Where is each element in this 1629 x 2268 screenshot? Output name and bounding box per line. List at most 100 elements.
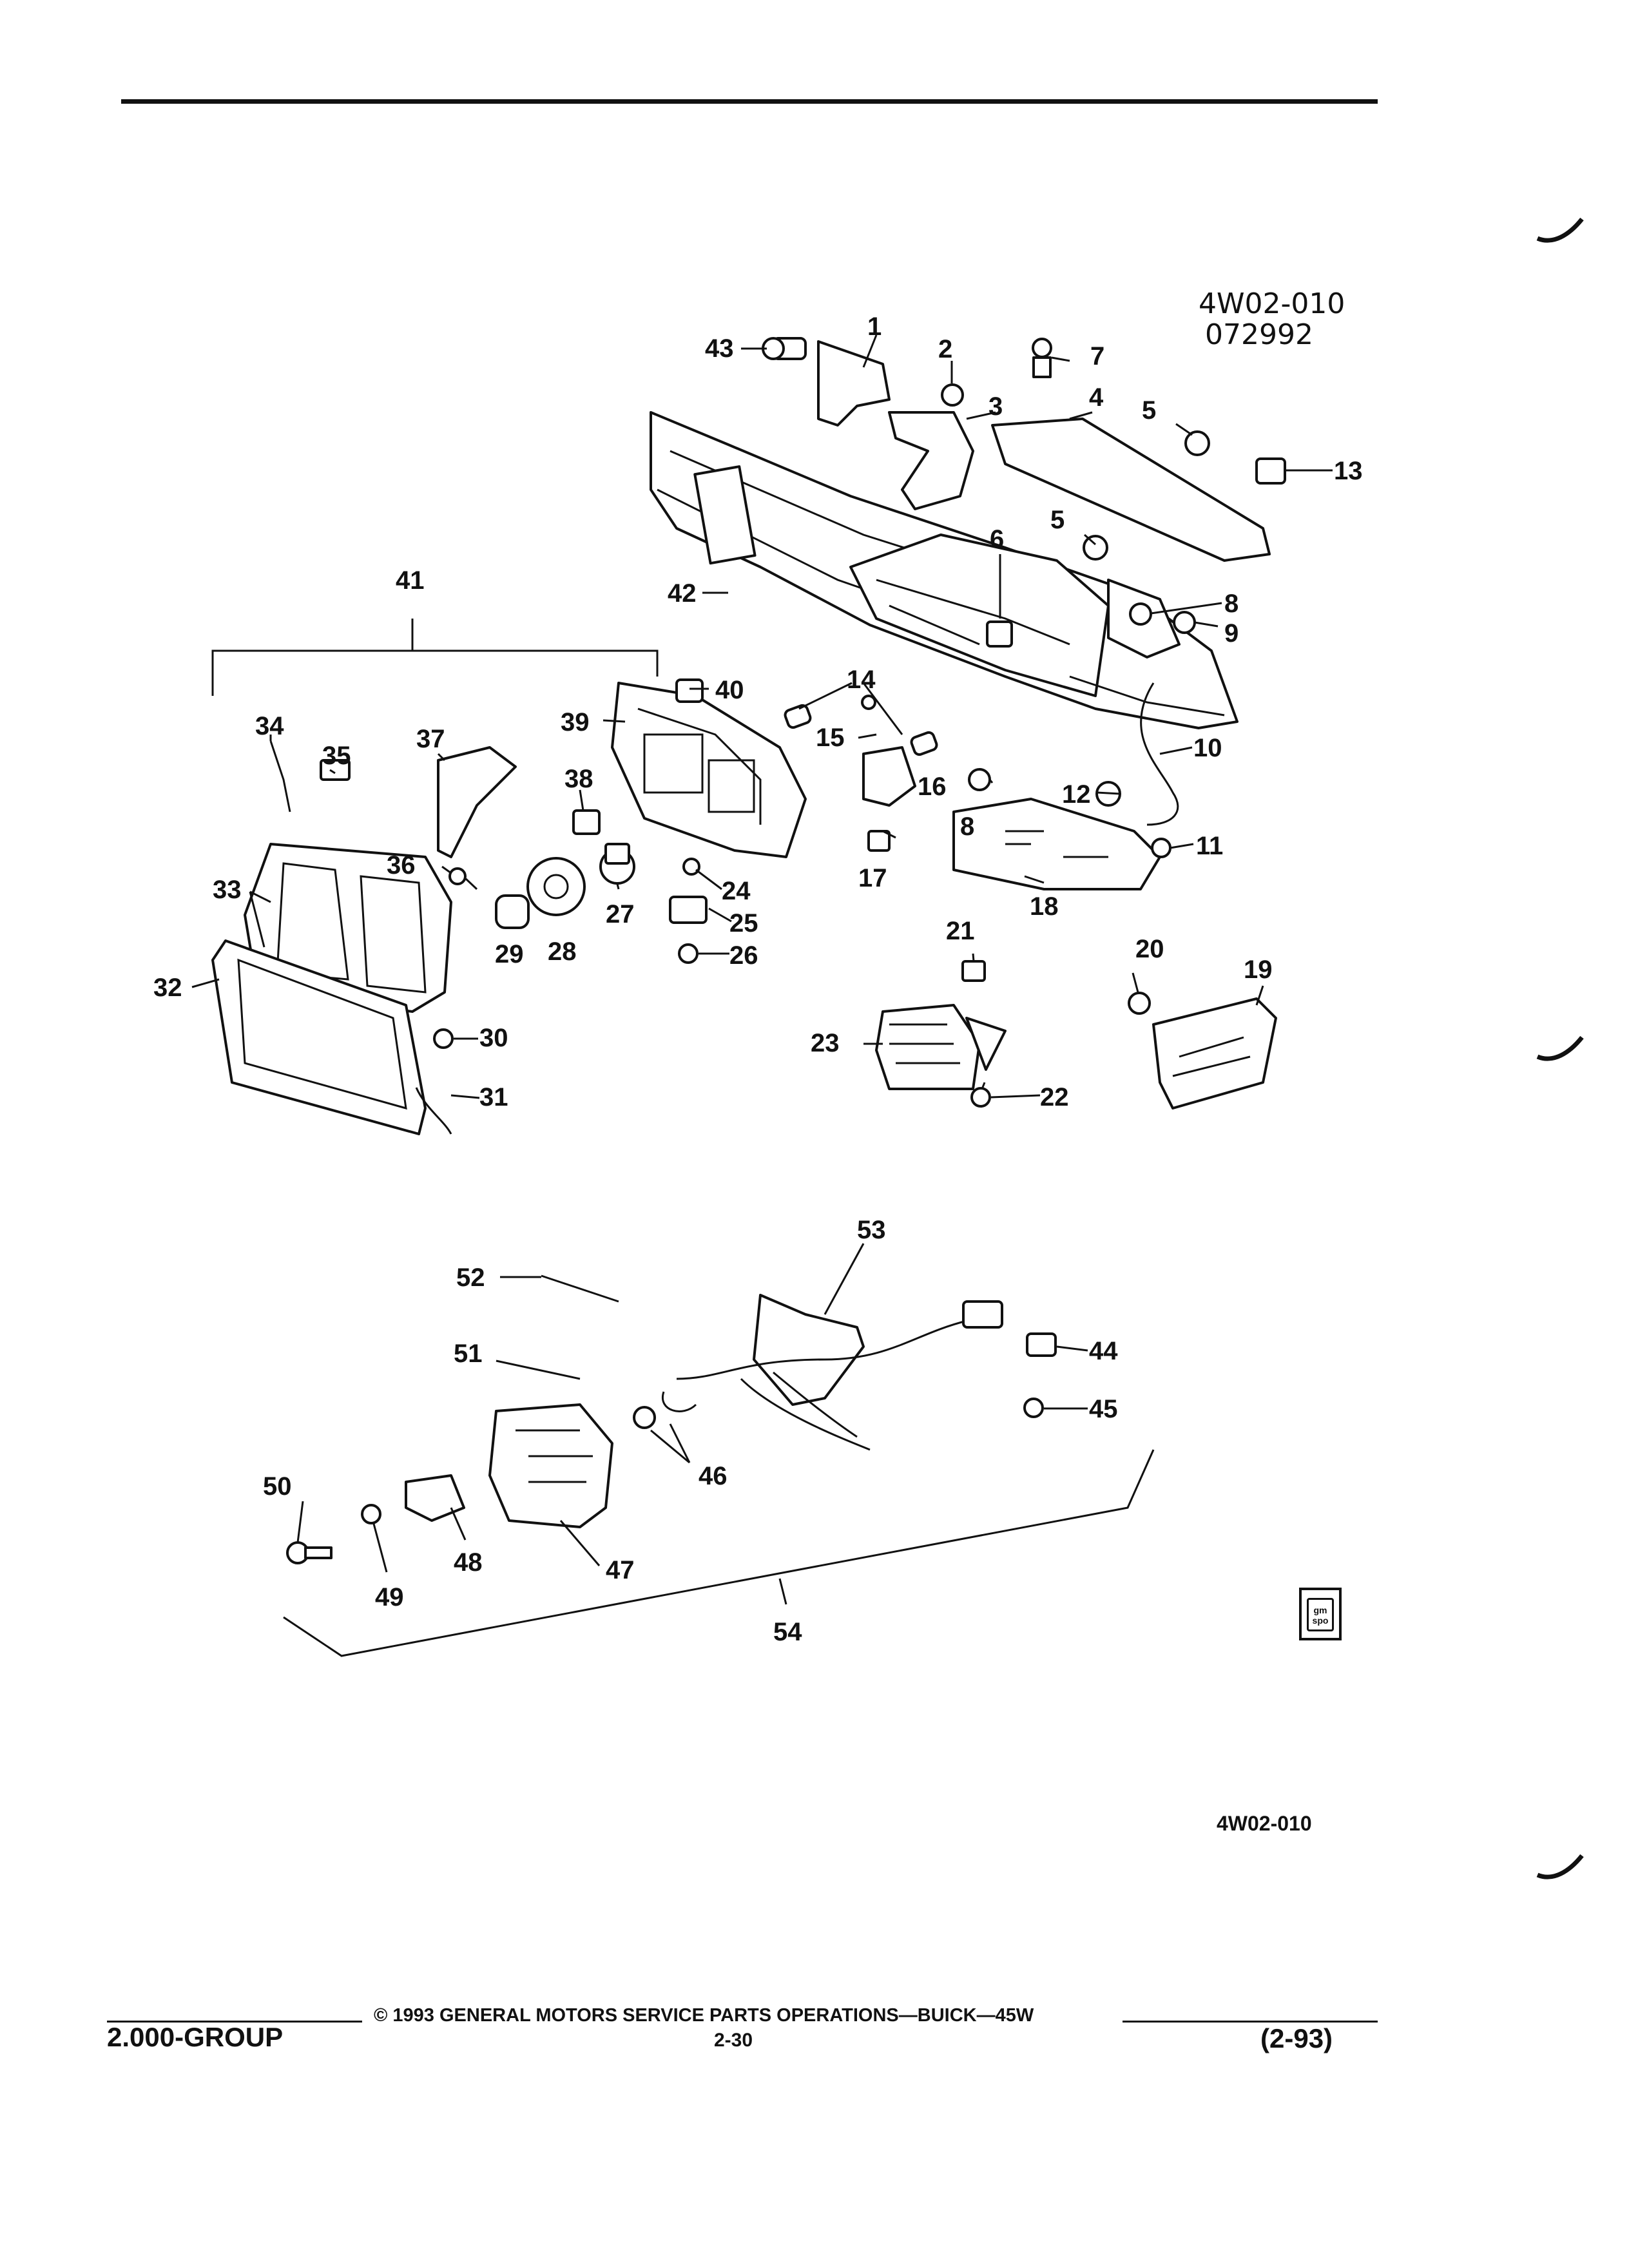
screw-part	[448, 867, 467, 885]
callout-11: 11	[1196, 832, 1223, 860]
callout-32: 32	[153, 974, 182, 1002]
callout-6: 6	[990, 525, 1004, 553]
footer-group: 2.000-GROUP	[107, 2022, 284, 2052]
fog-bulb	[633, 1406, 656, 1429]
callout-34: 34	[255, 712, 284, 740]
callout-47: 47	[606, 1556, 635, 1584]
leader-lines	[191, 334, 1333, 1573]
callout-4: 4	[1089, 383, 1104, 412]
nut-part	[1128, 992, 1151, 1015]
header-panel	[650, 411, 1239, 729]
clip-part	[961, 960, 986, 982]
callout-22: 22	[1040, 1083, 1069, 1111]
screw-part	[433, 1028, 454, 1049]
figure-reference: 4W02-010 072992	[1199, 289, 1345, 351]
callout-24: 24	[722, 877, 751, 905]
callout-40: 40	[715, 676, 744, 704]
headlamp-bulb	[599, 843, 635, 885]
fog-lamp-lower	[488, 1403, 613, 1528]
callout-28: 28	[548, 937, 577, 966]
callout-31: 31	[479, 1083, 508, 1111]
figure-reference-date: 072992	[1205, 318, 1313, 351]
callout-5: 5	[1050, 506, 1065, 534]
binder-mark	[1536, 1035, 1584, 1061]
gm-spo-logo: gm spo	[1299, 1588, 1342, 1640]
callout-15: 15	[816, 724, 845, 752]
headlamp-housing	[611, 682, 807, 858]
fog-lamp-harness	[676, 1320, 967, 1380]
fog-lamp-upper	[875, 1004, 1007, 1090]
callout-7: 7	[1090, 342, 1104, 370]
fog-lamp-socket	[661, 1391, 697, 1412]
callout-33: 33	[213, 876, 242, 904]
screw-part	[970, 1087, 991, 1108]
spring-part	[269, 740, 291, 812]
grommet-part	[968, 768, 991, 791]
clip-part	[675, 678, 704, 703]
clip-part	[572, 809, 601, 835]
harness-wire	[1140, 682, 1179, 826]
clip-part	[1032, 338, 1052, 378]
callout-18: 18	[1030, 892, 1059, 921]
wire-part	[415, 1087, 452, 1135]
callout-19: 19	[1244, 956, 1273, 984]
group-bracket-54	[283, 1449, 1155, 1657]
headlamp-bezel	[211, 939, 427, 1135]
callout-38: 38	[564, 765, 593, 793]
footer-rule-left	[107, 2021, 362, 2023]
retainer-part	[1184, 430, 1210, 456]
side-marker-lamp	[952, 798, 1161, 890]
callout-25: 25	[729, 909, 758, 937]
callout-49: 49	[375, 1583, 404, 1611]
cover-strip	[991, 418, 1271, 562]
callout-27: 27	[606, 900, 635, 928]
clip-part	[1255, 457, 1286, 485]
retainer-part	[1083, 535, 1108, 561]
callout-20: 20	[1135, 935, 1164, 963]
callout-39: 39	[561, 708, 590, 736]
bolt-part	[541, 1274, 619, 1303]
clip-part	[320, 759, 351, 781]
callout-45: 45	[1089, 1395, 1118, 1423]
callout-36: 36	[387, 851, 416, 879]
bracket-part	[888, 411, 974, 510]
callout-13: 13	[1334, 457, 1363, 485]
callouts: 1 2 3 4 5 5 6 7 8 8 9 10 11 12 13 14 15 …	[153, 312, 1363, 1646]
bracket-part	[817, 340, 891, 427]
screw-part	[682, 858, 700, 876]
callout-16: 16	[918, 773, 947, 801]
screw-part	[1023, 1332, 1057, 1418]
screw-part	[678, 943, 699, 964]
footer-date: (2-93)	[1260, 2023, 1333, 2053]
callout-41: 41	[396, 566, 425, 595]
callout-21: 21	[946, 917, 975, 945]
callout-3: 3	[988, 392, 1003, 421]
bolt-part	[762, 337, 807, 360]
figure-reference-code: 4W02-010	[1199, 287, 1345, 320]
top-rule	[121, 99, 1378, 104]
spring-part	[361, 1504, 381, 1524]
connector-part	[962, 1300, 1003, 1329]
callout-37: 37	[416, 725, 445, 753]
callout-17: 17	[858, 864, 887, 892]
nut-part	[941, 383, 964, 407]
bulb-cap	[495, 894, 530, 929]
callout-51: 51	[454, 1340, 483, 1368]
footer-rule-right	[1123, 2021, 1378, 2023]
callout-14: 14	[847, 666, 876, 694]
clip-part	[669, 896, 708, 924]
fog-lamp-bracket	[740, 1294, 871, 1451]
grommet-part	[1173, 611, 1196, 634]
callout-50: 50	[263, 1472, 292, 1501]
figure-code: 4W02-010	[1217, 1812, 1312, 1835]
callout-8: 8	[1224, 590, 1239, 618]
callout-30: 30	[479, 1024, 508, 1052]
callout-53: 53	[857, 1216, 886, 1244]
callout-2: 2	[938, 335, 952, 363]
callout-29: 29	[495, 940, 524, 968]
grommet-part	[1129, 602, 1152, 626]
fog-lamp-mount	[405, 1474, 465, 1522]
side-marker-right	[1152, 997, 1277, 1110]
callout-9: 9	[1224, 619, 1239, 648]
